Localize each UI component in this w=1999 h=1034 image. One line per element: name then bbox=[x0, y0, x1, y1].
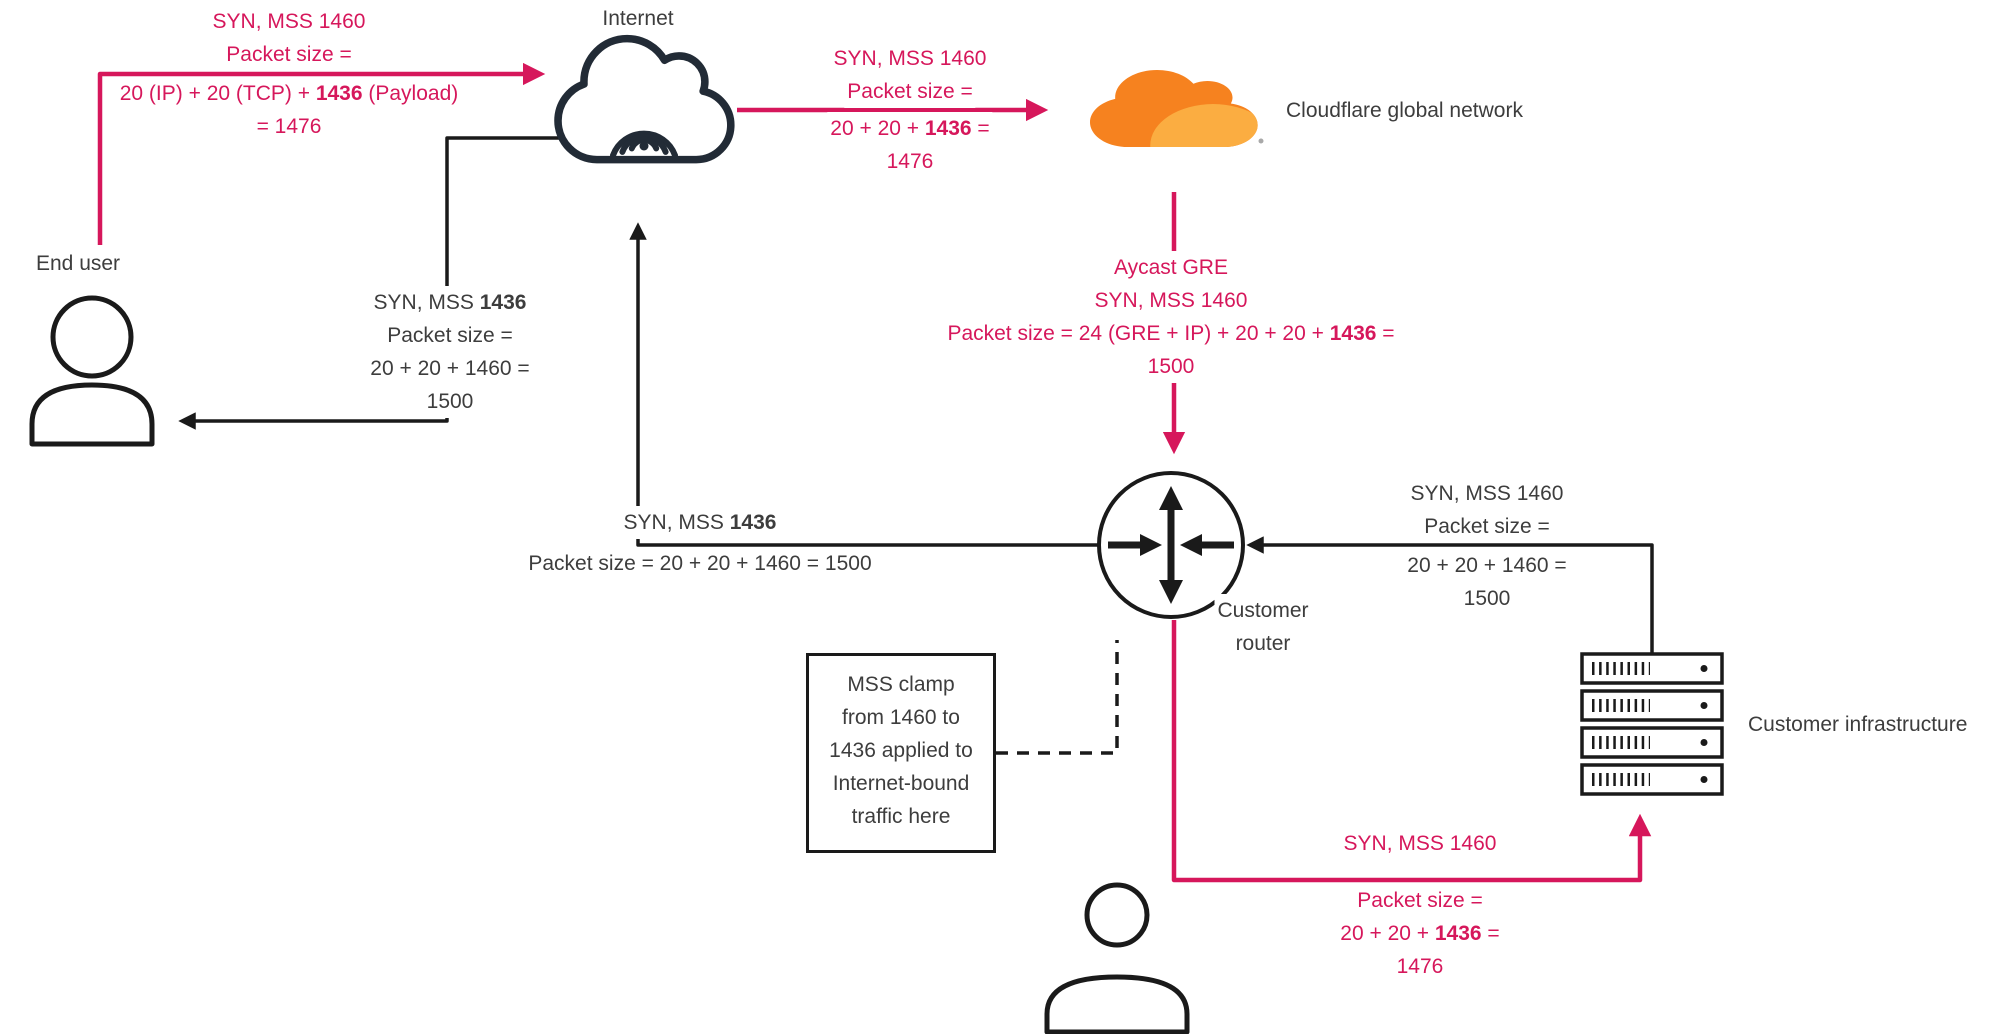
connectors bbox=[97, 62, 1654, 883]
server-stack-icon bbox=[1580, 652, 1724, 796]
end-user-label: End user bbox=[36, 252, 121, 275]
wifi-icon bbox=[610, 130, 678, 159]
connector-internet-to-user bbox=[178, 136, 568, 430]
cloudflare-logo-icon bbox=[1090, 70, 1264, 148]
customer-infrastructure-label: Customer infrastructure bbox=[1748, 713, 1968, 736]
internet-cloud-icon bbox=[558, 39, 731, 160]
connector-clamp-note-dashed bbox=[996, 640, 1119, 755]
cloudflare-label: Cloudflare global network bbox=[1286, 99, 1523, 122]
customer-router-icon bbox=[1097, 471, 1245, 619]
connector-infra-to-router bbox=[1246, 536, 1654, 654]
end-user-icon bbox=[29, 295, 155, 447]
connector-router-to-internet bbox=[629, 222, 1098, 547]
origin-user-icon bbox=[1044, 882, 1190, 1034]
connector-user-to-internet bbox=[97, 62, 546, 245]
internet-label: Internet bbox=[602, 7, 674, 30]
cf-registered-mark bbox=[1258, 138, 1264, 144]
connector-router-to-infra bbox=[1171, 620, 1652, 883]
